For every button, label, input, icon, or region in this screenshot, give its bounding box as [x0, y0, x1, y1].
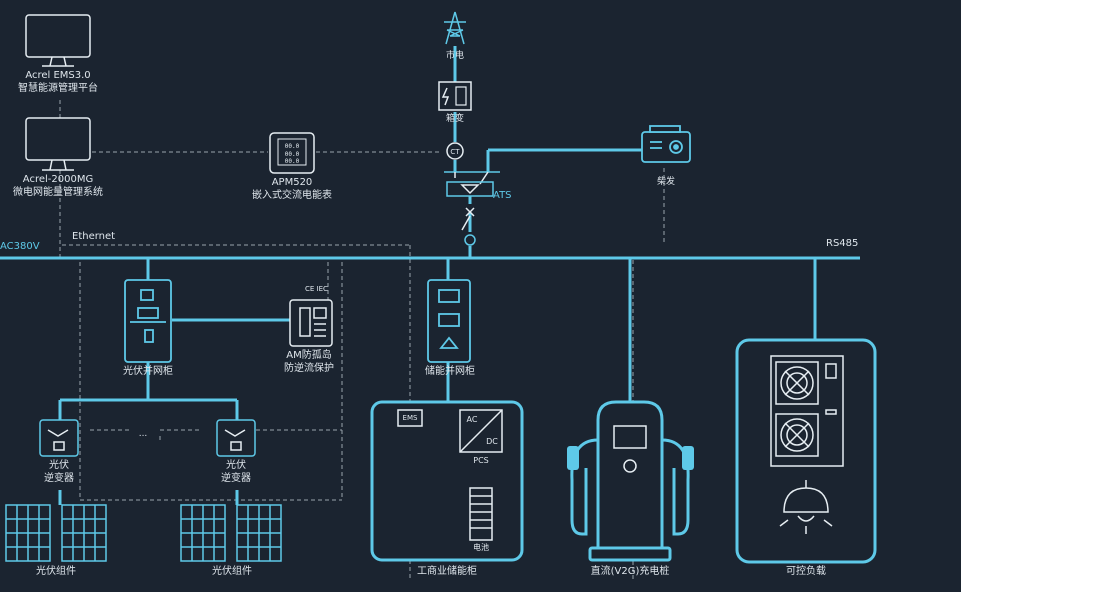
- inverter-icons: [39, 419, 256, 457]
- svg-text:00.0: 00.0: [285, 158, 300, 165]
- svg-text:00.0: 00.0: [285, 143, 300, 150]
- diagram-graphics: 00.0 00.0 00.0: [0, 11, 877, 580]
- pv-cabinet-label: 光伏并网柜: [123, 366, 173, 377]
- inverter-2-label-b: 逆变器: [221, 473, 251, 484]
- pv-module-label-2: 光伏组件: [212, 566, 252, 577]
- inverter-1-label-a: 光伏: [49, 460, 69, 471]
- charger-label: 直流(V2G)充电桩: [590, 566, 670, 577]
- ct-label: CT: [450, 148, 460, 156]
- anti-island-label-2: 防逆流保护: [284, 363, 334, 374]
- apm520-meter-icon: 00.0 00.0 00.0: [269, 132, 315, 174]
- charger-internals: [567, 425, 694, 536]
- ce-iec-label: CE IEC: [305, 285, 328, 293]
- ats-label: ATS: [493, 190, 512, 201]
- box-transformer-icon: [438, 81, 472, 111]
- apm-title: APM520: [271, 177, 313, 188]
- battery-label: 电池: [473, 543, 489, 552]
- side-description: 市电覆盖不全、供电不可靠，用电成本高等场景，主要注重用电的可靠性，以及降低供电成…: [980, 150, 1106, 357]
- pcs-label: PCS: [473, 456, 489, 465]
- ems-subtitle: 智慧能源管理平台: [18, 83, 98, 94]
- ems-title: Acrel EMS3.0: [25, 70, 91, 81]
- anti-island-label-1: AM防孤岛: [286, 350, 332, 361]
- fan-icons: [770, 355, 844, 467]
- rs485-label: RS485: [826, 238, 859, 249]
- inverter-1-label-b: 逆变器: [44, 473, 74, 484]
- microgrid-diagram: 00.0 00.0 00.0: [0, 0, 961, 592]
- power-lines: [0, 46, 860, 505]
- pv-module-label-1: 光伏组件: [36, 566, 76, 577]
- lamp-icon: [779, 480, 833, 534]
- storage-internals: [397, 409, 503, 541]
- pv-cabinet-icon: [124, 279, 172, 363]
- pv-panel-icons: [5, 504, 282, 562]
- ac380v-label: AC380V: [0, 241, 40, 252]
- grid-label: 市电: [445, 51, 464, 61]
- diesel-generator-icon: [641, 125, 691, 163]
- mg-title: Acrel-2000MG: [22, 174, 94, 185]
- anti-island-device-icon: [289, 299, 333, 347]
- inverter-2-label-a: 光伏: [226, 460, 246, 471]
- storage-cabinet-icon: [427, 279, 471, 363]
- apm-subtitle: 嵌入式交流电能表: [252, 190, 332, 201]
- dc-label: DC: [486, 437, 498, 446]
- storage-system-label: 工商业储能柜: [417, 566, 477, 577]
- load-label: 可控负载: [786, 566, 826, 577]
- monitor-icons: [25, 14, 91, 171]
- box-transformer-label: 箱变: [445, 114, 464, 124]
- ac-label: AC: [466, 415, 478, 424]
- ellipsis: ...: [138, 429, 148, 439]
- diesel-label: 柴发: [656, 177, 675, 187]
- power-tower-icon: [444, 11, 466, 45]
- ats-switch-icon: [444, 171, 500, 246]
- storage-cabinet-label: 储能并网柜: [425, 366, 475, 377]
- ems-badge: EMS: [402, 414, 418, 422]
- storage-system-icon: [370, 400, 524, 562]
- ct-icon: [446, 142, 464, 160]
- ethernet-label: Ethernet: [72, 231, 116, 242]
- mg-subtitle: 微电网能量管理系统: [13, 187, 103, 198]
- svg-text:00.0: 00.0: [285, 151, 300, 158]
